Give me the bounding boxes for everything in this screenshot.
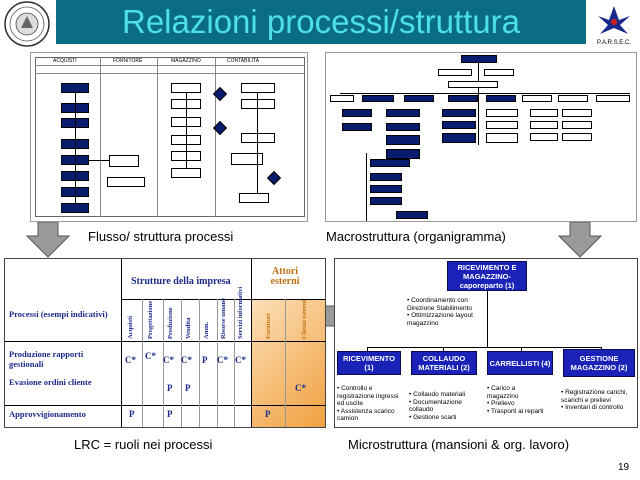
actors-shade — [251, 299, 325, 427]
mark-r0-acquisti: C* — [125, 355, 136, 365]
slide-title: Relazioni processi/struttura — [122, 3, 520, 40]
mark-r0-servizi: C* — [235, 355, 246, 365]
col-servizi-informativi: Servizi informativi — [237, 286, 244, 339]
macro-caption: Macrostruttura (organigramma) — [326, 229, 506, 244]
mark-r1-vendita: P — [185, 383, 191, 393]
bullet: Controllo e registrazione ingressi ed us… — [337, 385, 407, 408]
unit-gestione: GESTIONE MAGAZZINO (2) — [563, 349, 635, 377]
col-risorse-umane: Risorse umane — [220, 298, 227, 339]
mark-r1-produzione: P — [167, 383, 173, 393]
org-chart-panel — [325, 52, 637, 222]
row-label-approvvigionamento: Approvvigionamento — [9, 409, 86, 419]
mark-r2-produzione: P — [167, 409, 173, 419]
mark-r0-amm: P — [202, 355, 208, 365]
bullet: Documentazione collaudo — [409, 399, 481, 414]
bullet: Trasporti ai reparti — [487, 408, 547, 416]
mark-r2-fornitori: P — [265, 409, 271, 419]
arrow-down-left-icon — [26, 222, 70, 258]
head-bullet: Coordinamento con Direzione Stabilimento — [407, 297, 483, 312]
bullet: Assistenza scarico camion — [337, 408, 407, 423]
row-label-produzione: Produzione rapporti gestionali — [9, 349, 84, 369]
row-label-evasione: Evasione ordini cliente — [9, 377, 92, 387]
head-box: RICEVIMENTO E MAGAZZINO- caporeparto (1) — [447, 261, 527, 291]
microstructure-panel: RICEVIMENTO E MAGAZZINO- caporeparto (1)… — [334, 258, 638, 428]
lrc-matrix-panel: Strutture della impresa Attori esterni A… — [4, 258, 326, 428]
bullet: Collaudo materiali — [409, 391, 481, 399]
mark-r0-progettazione: C* — [145, 351, 156, 361]
header-struct: Strutture della impresa — [131, 276, 231, 287]
unit-collaudo: COLLAUDO MATERIALI (2) — [411, 351, 477, 375]
col-clienti-esterni: Clienti esterni — [301, 299, 308, 339]
title-bar — [56, 0, 586, 44]
unit-carrellisti: CARRELLISTI (4) — [487, 351, 553, 375]
parsec-logo: P.A.R.S.E.C. — [590, 0, 638, 48]
header-actors: Attori esterni — [270, 266, 300, 287]
mark-r1-clienti: C* — [295, 383, 306, 393]
lane-fornitore: FORNITORE — [113, 58, 143, 64]
mark-r2-acquisti: P — [129, 409, 135, 419]
col-produzione: Produzione — [167, 307, 174, 339]
lrc-caption: LRC = ruoli nei processi — [74, 437, 213, 452]
micro-caption: Microstruttura (mansioni & org. lavoro) — [348, 437, 570, 452]
bullets-collaudo: Collaudo materiali Documentazione collau… — [409, 391, 481, 421]
bullet: Prelievo — [487, 400, 547, 408]
arrow-down-right-icon — [558, 222, 602, 258]
bullets-carrellisti: Carico a magazzino Prelievo Trasporti ai… — [487, 385, 547, 415]
process-header: Processi (esempi indicativi) — [9, 309, 108, 319]
col-progettazione: Progettazione — [147, 300, 154, 339]
flow-caption: Flusso/ struttura processi — [88, 229, 234, 244]
university-seal-logo — [4, 1, 50, 47]
head-bullet: Ottimizzazione layout magazzino — [407, 312, 483, 327]
flow-diagram-panel: ACQUISTI FORNITORE MAGAZZINO CONTABILITA — [30, 52, 308, 222]
unit-ricevimento: RICEVIMENTO (1) — [337, 351, 401, 375]
mark-r0-produzione: C* — [163, 355, 174, 365]
head-bullets: Coordinamento con Direzione Stabilimento… — [407, 297, 483, 327]
col-vendita: Vendita — [185, 317, 192, 339]
lane-contabilita: CONTABILITA — [227, 58, 260, 64]
bullet: Carico a magazzino — [487, 385, 547, 400]
bullet: Inventari di controllo — [561, 404, 637, 412]
bullet: Registrazione carichi, scarichi e prelie… — [561, 389, 637, 404]
page-number: 19 — [618, 462, 630, 473]
lane-acquisti: ACQUISTI — [53, 58, 77, 64]
bullets-ricevimento: Controllo e registrazione ingressi ed us… — [337, 385, 407, 423]
bullets-gestione: Registrazione carichi, scarichi e prelie… — [561, 389, 637, 412]
col-amm: Amm. — [203, 321, 210, 339]
mark-r0-risorse: C* — [217, 355, 228, 365]
parsec-logo-text: P.A.R.S.E.C. — [597, 40, 631, 46]
mark-r0-vendita: C* — [181, 355, 192, 365]
col-acquisti: Acquisti — [127, 315, 134, 339]
lane-magazzino: MAGAZZINO — [171, 58, 201, 64]
col-fornitori: Fornitori — [265, 313, 272, 339]
bullet: Gestione scarti — [409, 414, 481, 422]
